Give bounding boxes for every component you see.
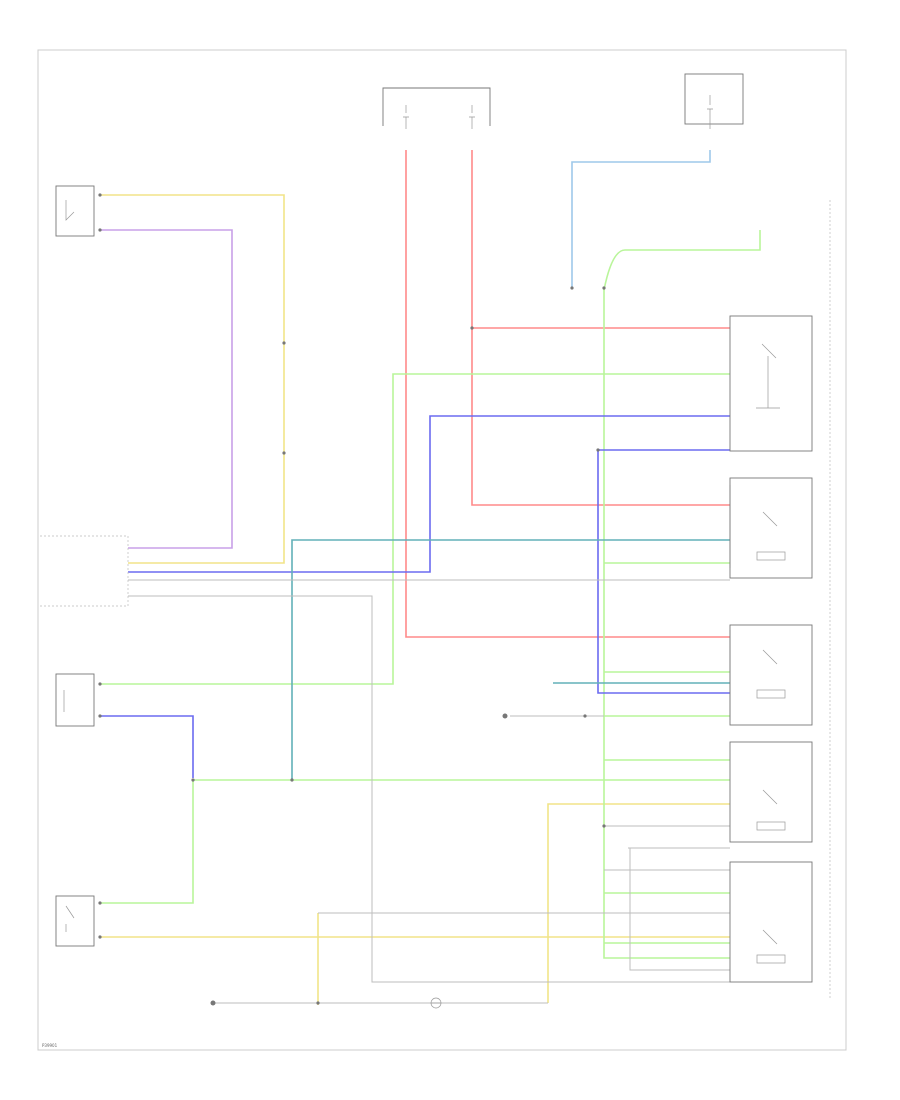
wire-yellow-1 bbox=[100, 194, 285, 564]
switch-icon bbox=[65, 905, 75, 932]
sensor-icon bbox=[55, 895, 95, 947]
switch-icon bbox=[65, 200, 75, 221]
fuse-icon bbox=[707, 95, 713, 129]
wire-yellow-3 bbox=[547, 803, 730, 1003]
switch-icon bbox=[756, 343, 780, 409]
sensor-icon bbox=[55, 185, 95, 237]
relay-coil bbox=[756, 551, 786, 561]
relay-box-right-5 bbox=[729, 861, 813, 983]
fuse-icon bbox=[403, 105, 475, 129]
wire-green-2 bbox=[100, 780, 194, 904]
relay-box-right-2 bbox=[729, 477, 813, 579]
wire-blue-3 bbox=[597, 450, 730, 694]
relay-box-top-right bbox=[684, 73, 744, 125]
fuse-box-top bbox=[382, 87, 491, 126]
connector-block-left bbox=[40, 535, 129, 607]
sensor-icon bbox=[55, 673, 95, 727]
relay-box-right-4 bbox=[729, 741, 813, 843]
wire-red-1 bbox=[405, 150, 730, 638]
wire-group bbox=[100, 150, 761, 1005]
relay-box-right-3 bbox=[729, 624, 813, 726]
relay-coil bbox=[756, 954, 786, 964]
switch-icon bbox=[762, 929, 778, 945]
wire-teal-1 bbox=[291, 539, 730, 780]
wire-green-5 bbox=[603, 230, 761, 291]
diagram-id: P39901 bbox=[42, 1043, 58, 1048]
wire-blue-2 bbox=[100, 715, 194, 778]
wire-blue-1 bbox=[128, 415, 730, 573]
switch-icon bbox=[762, 649, 778, 665]
wire-gray-4 bbox=[629, 848, 730, 971]
switch-icon bbox=[762, 789, 778, 805]
relay-coil bbox=[756, 821, 786, 831]
switch-icon bbox=[762, 511, 778, 527]
sensor-icon bbox=[430, 997, 442, 1009]
splice-icon bbox=[98, 193, 606, 1005]
wire-green-4 bbox=[603, 288, 730, 959]
wire-lightblue-1 bbox=[571, 150, 711, 288]
wire-red-2 bbox=[471, 150, 730, 506]
relay-coil bbox=[756, 689, 786, 699]
ground-icon bbox=[210, 713, 508, 1006]
diagram-frame bbox=[37, 49, 847, 1051]
relay-box-right-1 bbox=[729, 315, 813, 452]
wire-gray-2 bbox=[128, 595, 730, 983]
wire-lilac-1 bbox=[100, 229, 233, 549]
wire-green-1 bbox=[100, 373, 730, 685]
